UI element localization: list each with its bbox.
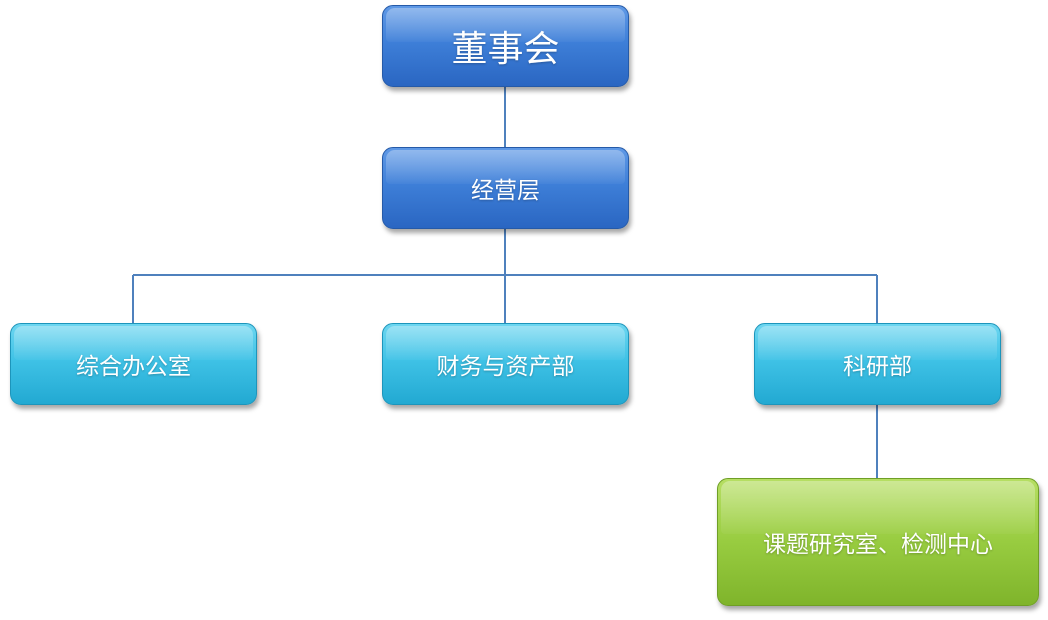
general-office-label: 综合办公室: [76, 354, 191, 380]
finance-assets-label: 财务与资产部: [436, 354, 575, 380]
board-label: 董事会: [451, 29, 560, 70]
finance-assets-box: 财务与资产部: [382, 323, 629, 405]
general-office-box: 综合办公室: [10, 323, 257, 405]
management-box: 经营层: [382, 147, 629, 229]
research-department-label: 科研部: [843, 354, 912, 380]
research-department-box: 科研部: [754, 323, 1001, 405]
research-lab-testing-center-box: 课题研究室、检测中心: [717, 478, 1039, 606]
management-label: 经营层: [471, 178, 540, 204]
board-box: 董事会: [382, 5, 629, 87]
research-lab-testing-center-label: 课题研究室、检测中心: [763, 532, 993, 558]
